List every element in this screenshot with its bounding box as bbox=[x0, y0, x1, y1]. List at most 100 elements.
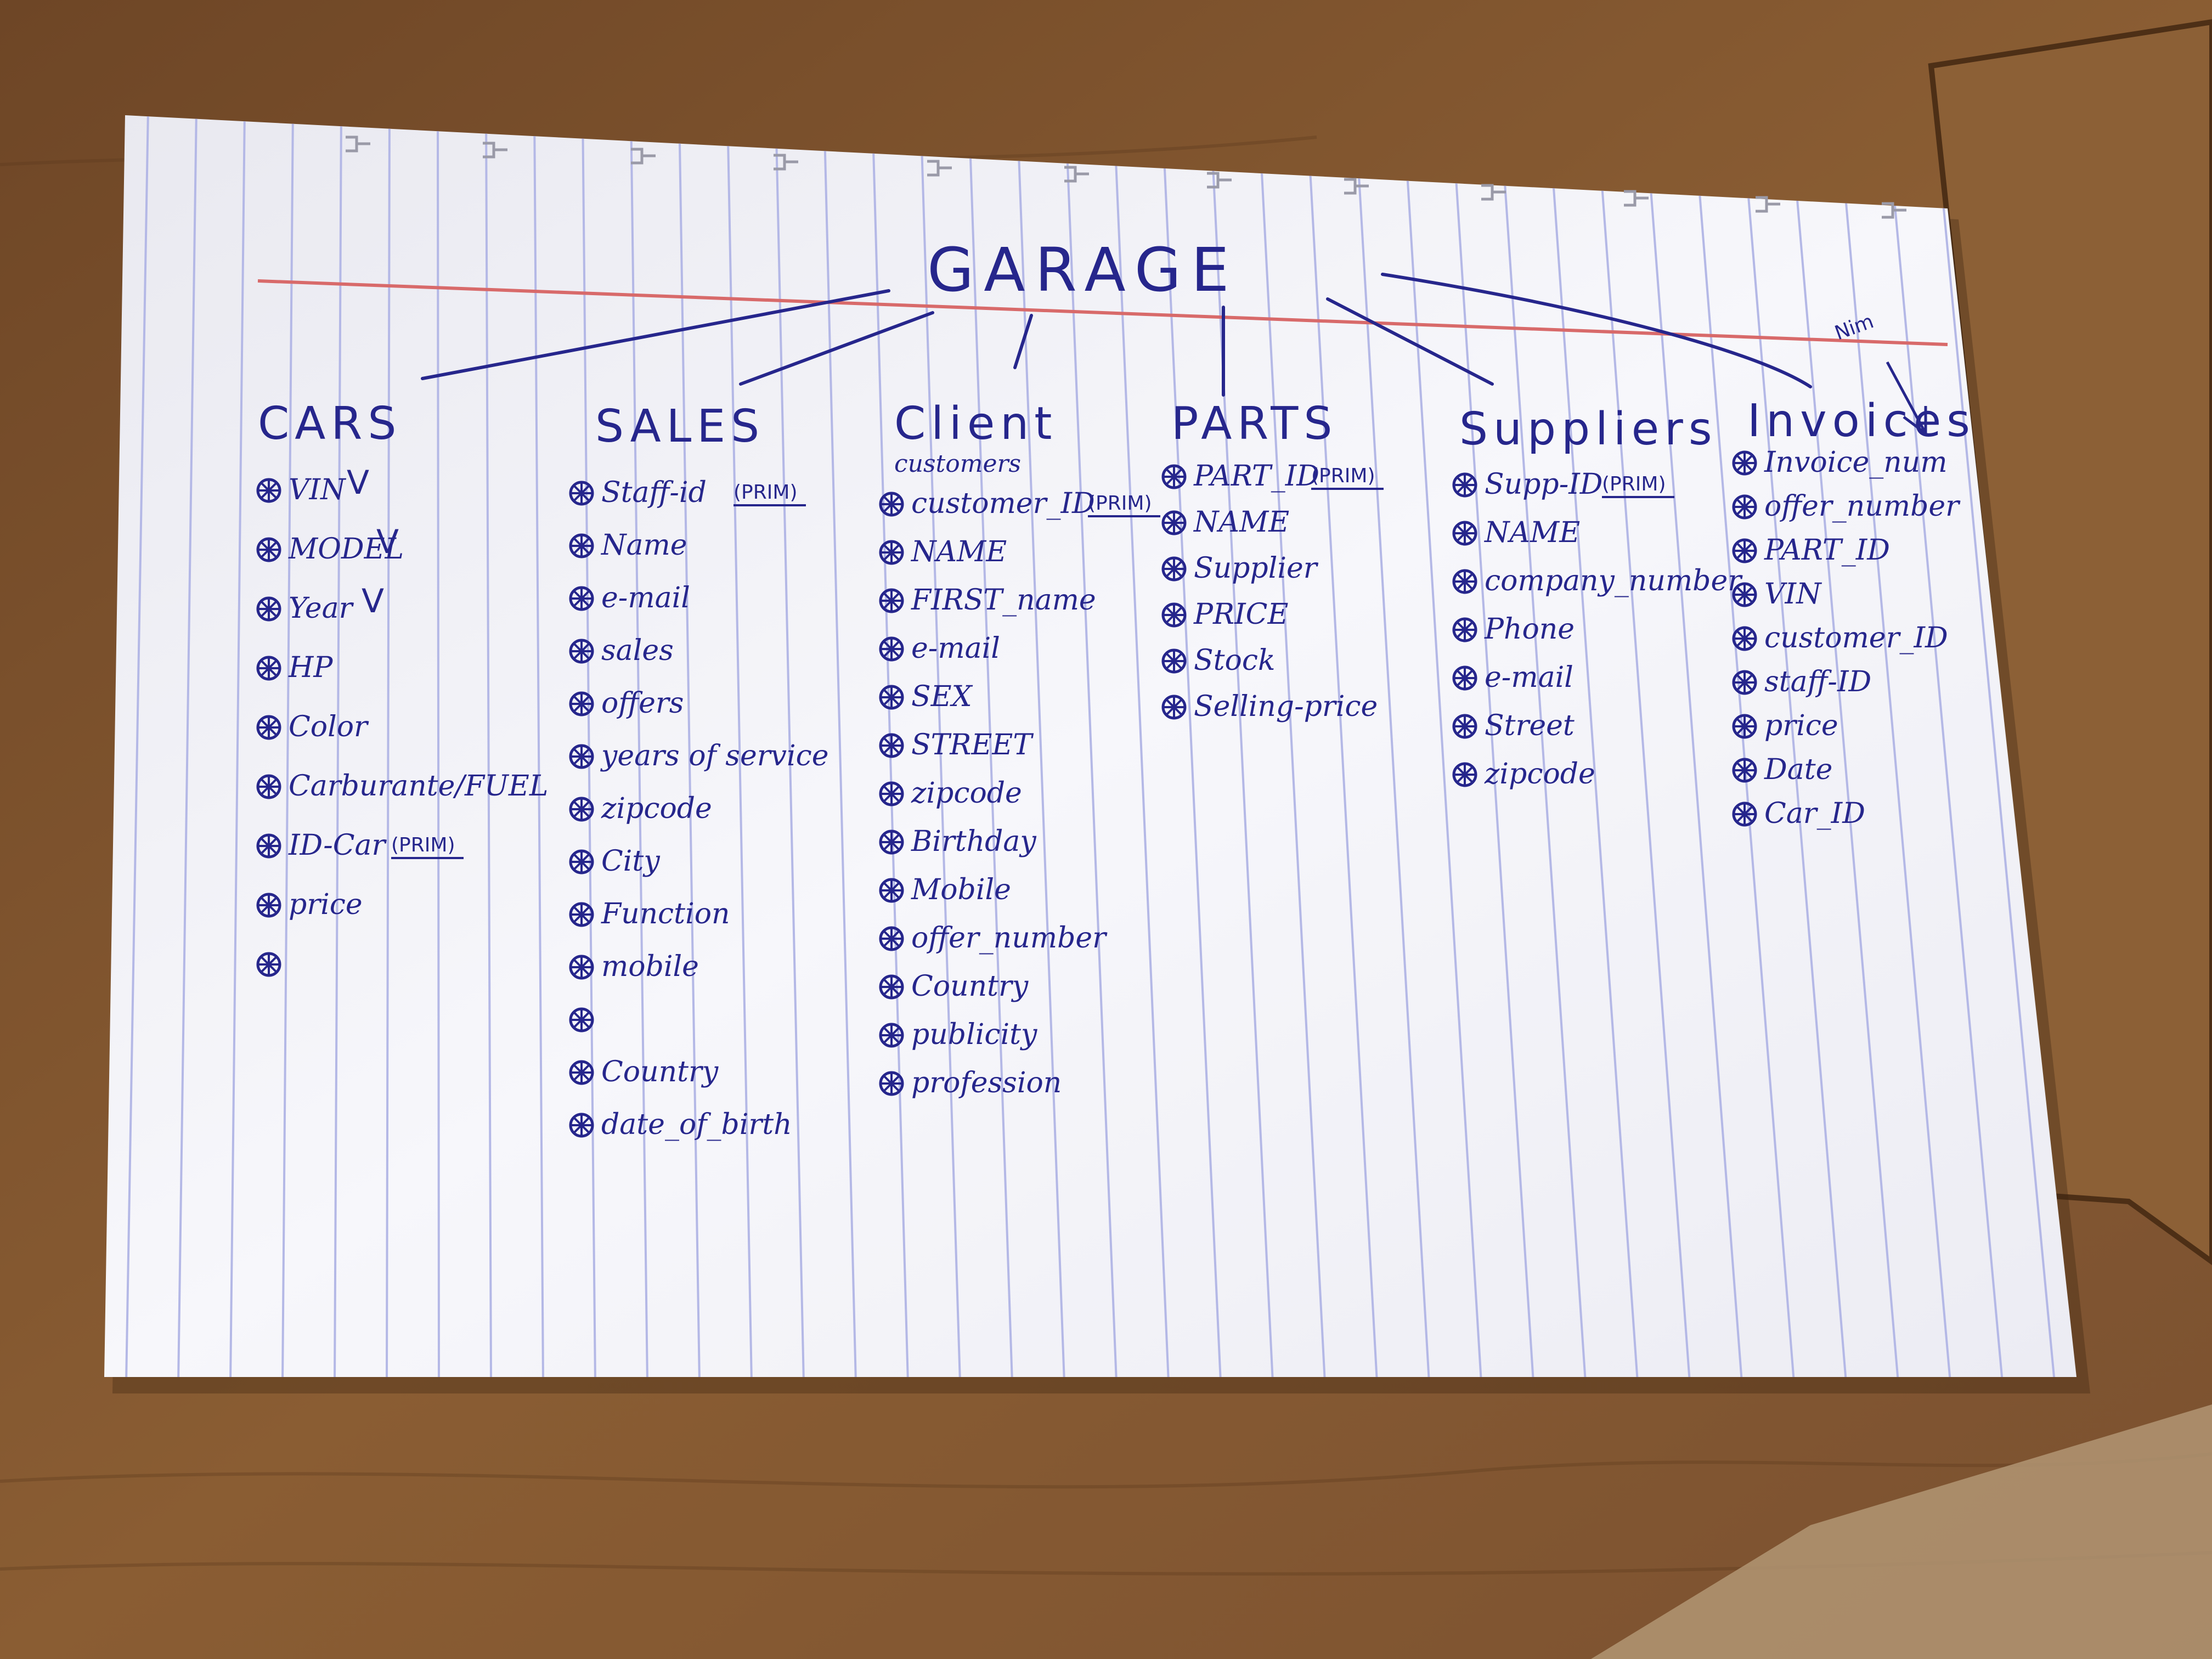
field-name: Phone bbox=[1484, 613, 1575, 646]
bullet-asterisk bbox=[571, 588, 592, 610]
bullet-asterisk bbox=[258, 657, 280, 679]
field-name: Name bbox=[600, 529, 687, 562]
field-row: PART_ID(PRIM) bbox=[1161, 460, 1384, 493]
field-row: Car_ID bbox=[1732, 797, 1865, 830]
title-connectors bbox=[421, 273, 1812, 397]
field-name: NAME bbox=[1193, 506, 1289, 539]
field-name: sales bbox=[601, 634, 674, 667]
field-row: offer_number bbox=[879, 922, 1108, 955]
primary-key-tag: (PRIM) bbox=[1311, 465, 1375, 487]
field-row: company_number bbox=[1452, 565, 1743, 597]
field-name: PART_ID bbox=[1764, 534, 1890, 567]
binder-hole bbox=[346, 136, 370, 153]
ruled-line bbox=[1402, 115, 1482, 1377]
field-row: offer_number bbox=[1732, 490, 1961, 523]
binder-hole bbox=[483, 142, 507, 159]
field-name: Stock bbox=[1194, 644, 1275, 677]
field-row: NAME bbox=[879, 535, 1007, 568]
field-row: offers bbox=[569, 687, 684, 720]
binder-holes bbox=[346, 136, 1906, 219]
field-name: zipcode bbox=[1484, 758, 1595, 791]
field-name: Mobile bbox=[911, 873, 1011, 906]
connector-suppliers bbox=[1326, 297, 1494, 386]
bullet-asterisk bbox=[1163, 466, 1185, 488]
table-title: PARTS bbox=[1171, 398, 1338, 450]
bullet-asterisk bbox=[258, 776, 280, 798]
bullet-asterisk bbox=[571, 1114, 592, 1136]
field-name: STREET bbox=[911, 729, 1034, 761]
field-row: FIRST_name bbox=[879, 584, 1096, 617]
ruled-line bbox=[229, 115, 246, 1377]
field-row: HP bbox=[256, 651, 333, 684]
field-name: Birthday bbox=[911, 825, 1036, 858]
binder-hole bbox=[1882, 202, 1906, 219]
ruled-line bbox=[1499, 115, 1587, 1377]
ruled-line bbox=[1257, 115, 1326, 1377]
field-name: VIN bbox=[1764, 578, 1822, 611]
binder-hole bbox=[1756, 196, 1780, 213]
field-name: profession bbox=[911, 1066, 1062, 1099]
bullet-asterisk bbox=[881, 879, 902, 901]
ruled-lines bbox=[125, 115, 2056, 1377]
ruled-line bbox=[1644, 115, 1743, 1377]
field-row: years of service bbox=[569, 740, 829, 772]
ruled-line bbox=[281, 115, 294, 1377]
ruled-line bbox=[125, 115, 149, 1377]
bullet-asterisk bbox=[1734, 803, 1756, 825]
ruled-line bbox=[485, 115, 492, 1377]
field-row: Name bbox=[569, 529, 687, 562]
connector-sales bbox=[739, 311, 934, 386]
field-row bbox=[256, 952, 281, 977]
table-title: Invoices bbox=[1747, 395, 1976, 447]
table-suppliers: SuppliersSupp-ID(PRIM)NAMEcompany_number… bbox=[1452, 403, 1743, 791]
field-row: customer_ID(PRIM) bbox=[879, 487, 1160, 520]
field-row: sales bbox=[569, 634, 674, 667]
invoices-arrow bbox=[1886, 361, 1927, 436]
bullet-asterisk bbox=[258, 539, 280, 561]
binder-hole bbox=[631, 148, 656, 165]
field-name: offers bbox=[601, 687, 684, 720]
bullet-asterisk bbox=[1454, 715, 1476, 737]
ruled-line bbox=[386, 115, 391, 1377]
ruled-line bbox=[1740, 115, 1847, 1377]
ruled-line bbox=[334, 115, 342, 1377]
bullet-asterisk bbox=[571, 1009, 592, 1031]
field-row: Street bbox=[1452, 709, 1575, 742]
field-name: Country bbox=[601, 1056, 719, 1088]
field-row: NAME bbox=[1452, 516, 1580, 549]
field-row: Invoice_num bbox=[1732, 446, 1948, 479]
field-name: e-mail bbox=[601, 582, 690, 614]
bullet-asterisk bbox=[571, 535, 592, 557]
field-row: publicity bbox=[879, 1018, 1037, 1051]
field-row: Staff-id(PRIM) bbox=[569, 476, 806, 509]
check-mark: V bbox=[362, 582, 384, 620]
ruled-line bbox=[823, 115, 857, 1377]
field-row: e-mail bbox=[879, 632, 1000, 665]
bullet-asterisk bbox=[881, 976, 902, 998]
field-row: PART_ID bbox=[1732, 534, 1890, 567]
field-row: price bbox=[1732, 709, 1838, 742]
primary-key-tag: (PRIM) bbox=[1088, 492, 1152, 515]
table-title: Client bbox=[894, 398, 1057, 450]
primary-key-tag: (PRIM) bbox=[733, 481, 798, 504]
ruled-line bbox=[437, 115, 440, 1377]
ruled-line bbox=[919, 115, 961, 1377]
field-row: price bbox=[256, 888, 363, 921]
field-name: Year bbox=[289, 592, 354, 625]
field-name: HP bbox=[288, 651, 333, 684]
field-row: Function bbox=[569, 898, 730, 930]
connector-cars bbox=[421, 289, 890, 380]
field-name: customer_ID bbox=[1764, 622, 1948, 654]
table-title: Suppliers bbox=[1459, 403, 1718, 455]
field-name: publicity bbox=[911, 1018, 1037, 1051]
bullet-asterisk bbox=[1734, 452, 1756, 474]
primary-key-tag: (PRIM) bbox=[391, 834, 455, 856]
field-name: price bbox=[289, 888, 363, 921]
field-name: Car_ID bbox=[1764, 797, 1865, 830]
field-row: Stock bbox=[1161, 644, 1275, 677]
field-row: zipcode bbox=[569, 792, 712, 825]
field-name: NAME bbox=[1483, 516, 1580, 549]
binder-hole bbox=[1344, 178, 1369, 195]
